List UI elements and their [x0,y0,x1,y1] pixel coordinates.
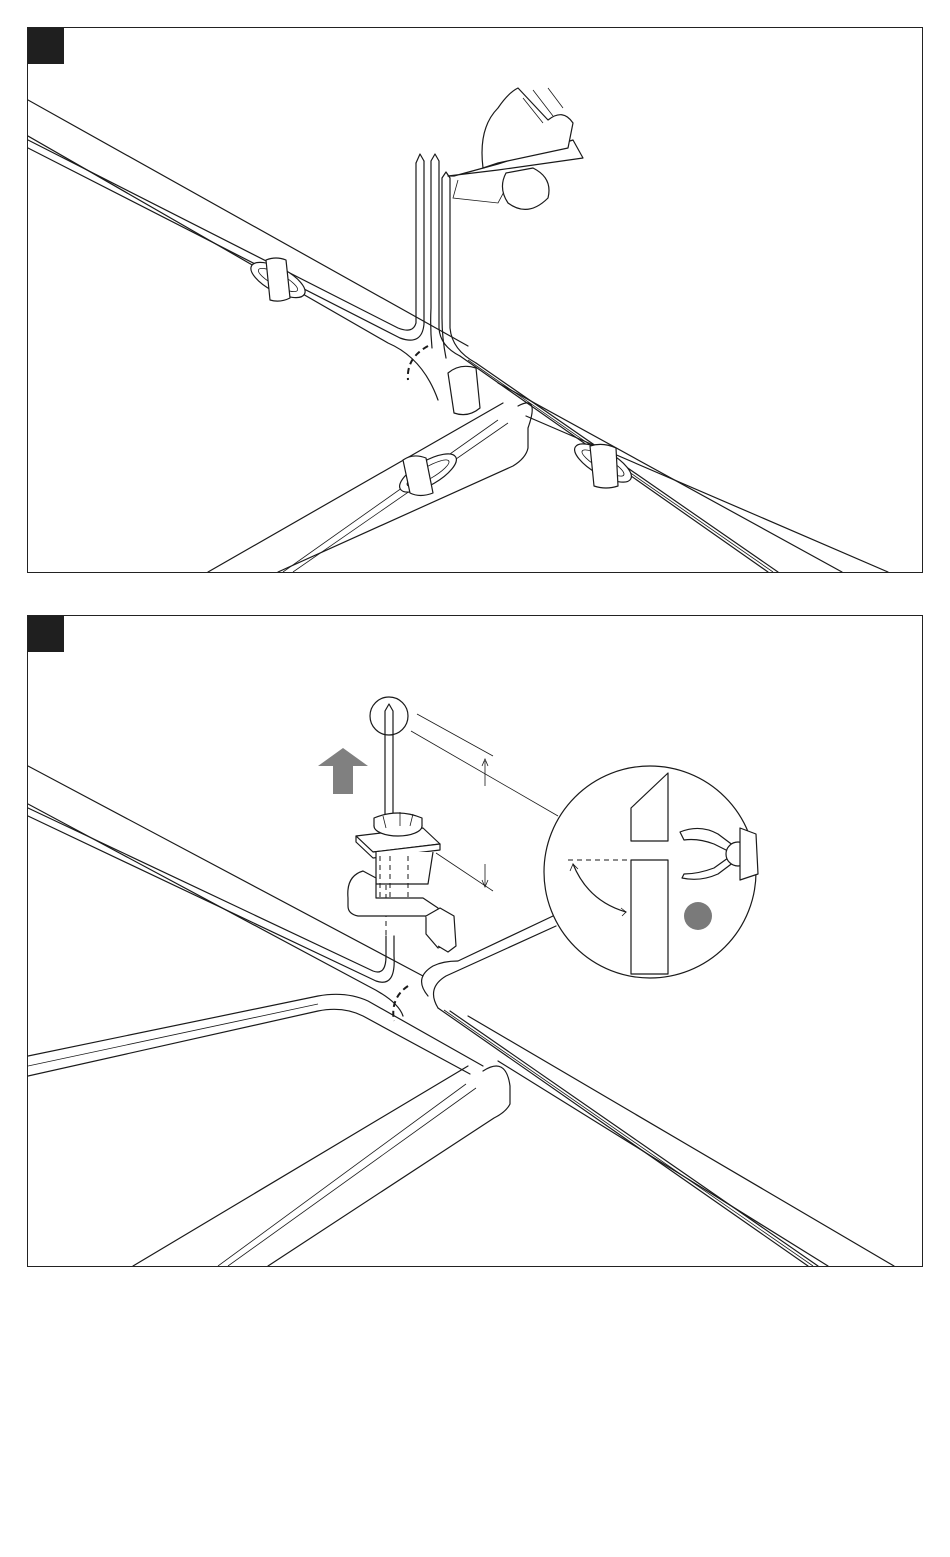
heating-pipe-main [28,100,888,572]
cable-clip-1 [246,255,310,304]
heating-pipe-branch [208,403,532,572]
heating-pipe-main [28,766,894,1266]
step-2-illustration [28,616,922,1266]
sensor-probe [348,704,456,952]
heating-pipe-left [28,994,483,1076]
step-1-illustration [28,28,922,572]
cable-clip-2 [448,366,480,414]
knife-icon [448,88,583,209]
cable-end-vertical [416,154,476,363]
status-dot-icon [684,902,712,930]
heating-cable-left [28,140,424,340]
cable-clip-4 [569,437,636,490]
detail-magnifier [544,766,756,978]
dimension-guide [411,714,558,891]
up-arrow-icon [318,748,368,794]
step-1-panel [27,27,923,573]
cut-line [408,346,428,380]
step-2-panel [27,615,923,1267]
heating-pipe-branch [133,1066,510,1266]
cut-line [393,986,408,1021]
heating-cable-left [28,808,394,982]
cable-clip-3 [394,447,461,500]
